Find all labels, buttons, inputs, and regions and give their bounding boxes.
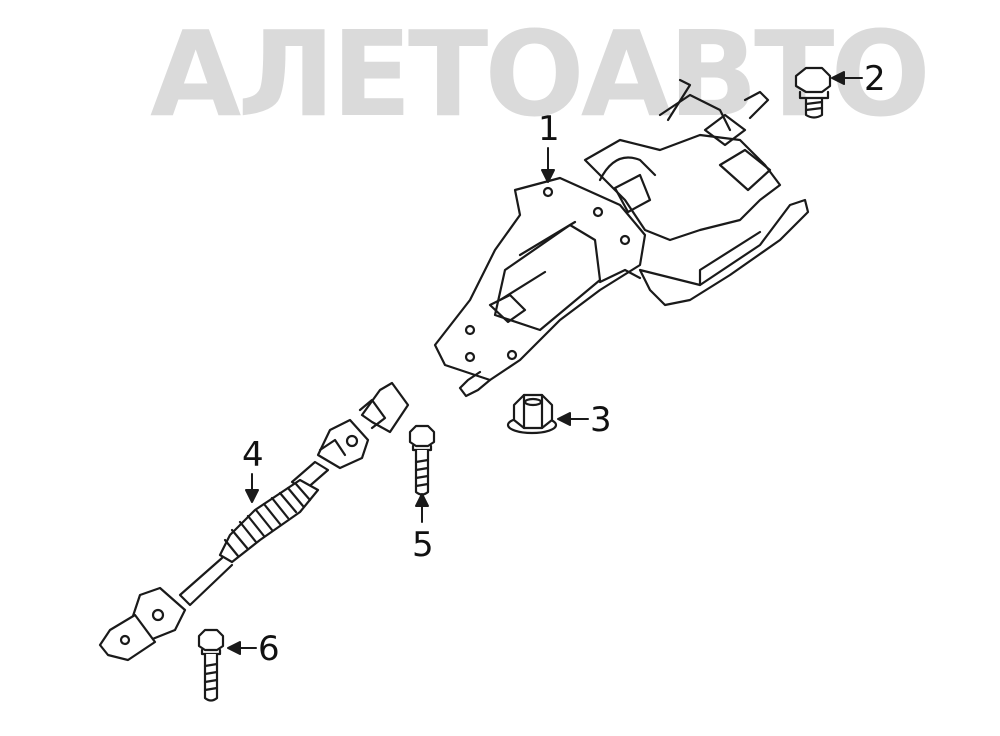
arrowhead-3: [557, 412, 571, 426]
callout-6: 6: [258, 629, 280, 669]
bolt-5-part: [408, 424, 436, 496]
arrowhead-4: [245, 489, 259, 503]
callout-5: 5: [412, 525, 434, 565]
arrowhead-1: [541, 169, 555, 183]
callout-1: 1: [538, 109, 560, 149]
arrowhead-2: [831, 71, 845, 85]
callout-3: 3: [590, 400, 612, 440]
callout-2: 2: [864, 59, 886, 99]
bolt-6-part: [197, 628, 225, 702]
intermediate-shaft-part: [98, 381, 410, 662]
flange-nut-part: [506, 393, 558, 435]
arrowhead-5: [415, 493, 429, 507]
arrowhead-6: [227, 641, 241, 655]
steering-column-part: [433, 78, 810, 398]
callout-4: 4: [242, 435, 264, 475]
flange-bolt-part: [794, 66, 832, 119]
leader-arrows: [227, 71, 863, 655]
